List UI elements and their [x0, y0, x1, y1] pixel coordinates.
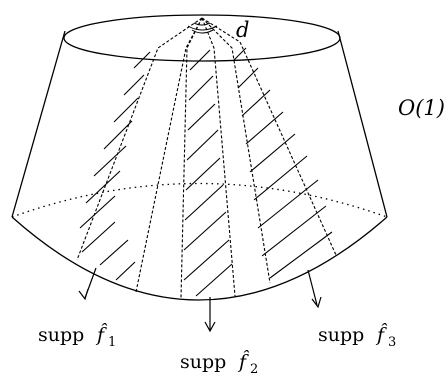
sector-2-hatching: [183, 49, 233, 297]
support-label-3: supp f̂ 3: [318, 323, 396, 350]
back-bottom-arc: [11, 182, 388, 218]
sector-1-hatching: [79, 51, 151, 281]
top-ellipse: [63, 14, 341, 62]
label-d: d: [236, 18, 249, 42]
support-label-1: supp f̂ 1: [38, 323, 116, 350]
arrow-3: [307, 269, 322, 309]
supp-word-1: supp: [38, 324, 84, 346]
arrows: [78, 267, 322, 333]
sector-2-outline: [180, 17, 236, 299]
right-side-edge: [337, 30, 388, 218]
subscript-2: 2: [250, 362, 258, 377]
cone-outline: [11, 14, 388, 301]
support-sectors: [76, 17, 337, 299]
supp-word-3: supp: [318, 324, 364, 346]
supp-word-2: supp: [180, 351, 226, 373]
sector-3-outline: [201, 17, 337, 284]
subscript-3: 3: [388, 335, 396, 350]
f-hat-1: f̂: [95, 323, 108, 346]
apex-angle-arcs: [187, 22, 218, 34]
arrow-1: [78, 267, 97, 301]
front-bottom-arc: [11, 216, 388, 301]
arrow-2: [204, 297, 216, 333]
f-hat-3: f̂: [375, 323, 388, 346]
sector-3-hatching: [233, 47, 333, 279]
left-side-edge: [11, 30, 66, 218]
subscript-1: 1: [108, 335, 116, 350]
support-label-2: supp f̂ 2: [180, 350, 258, 377]
label-o1: O(1): [398, 96, 445, 120]
f-hat-2: f̂: [237, 350, 250, 373]
